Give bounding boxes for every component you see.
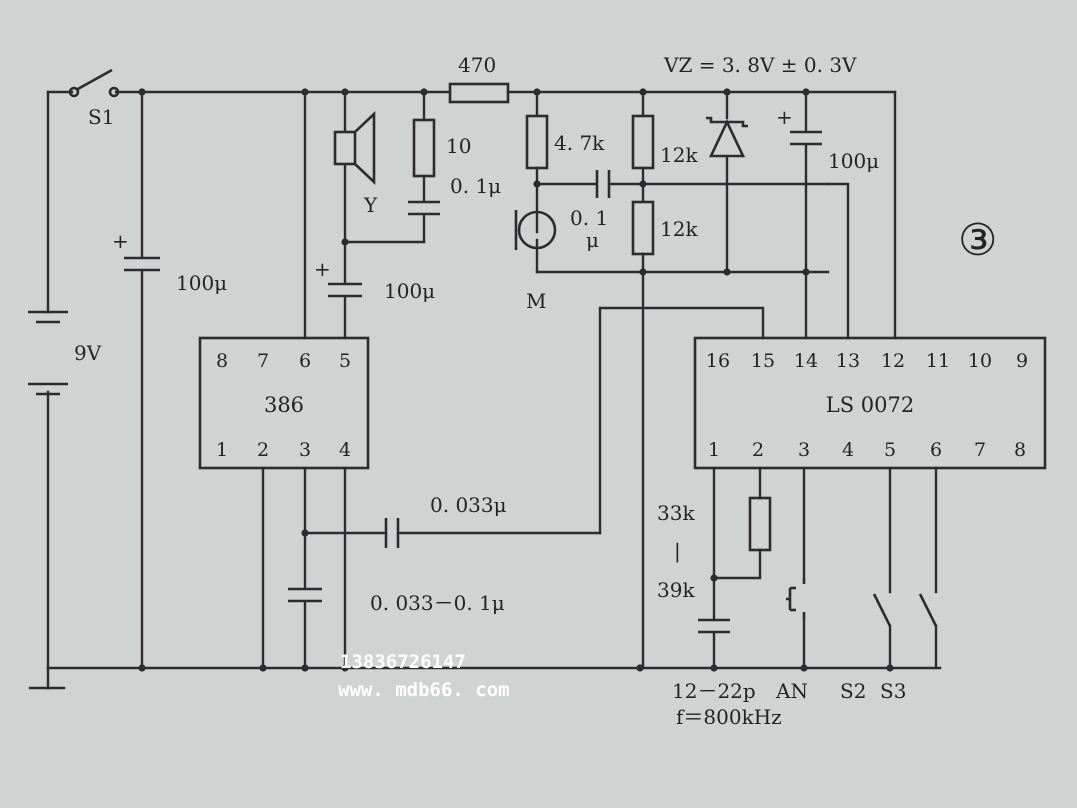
pushbutton-an — [786, 578, 806, 620]
ls0072-pin-3: 3 — [798, 439, 810, 461]
watermark-site: www. mdb66. com — [338, 679, 510, 701]
ls0072-pin-1: 1 — [708, 439, 720, 461]
svg-text:+: + — [314, 257, 331, 281]
switch-s1 — [68, 68, 120, 98]
ic386-pin-8: 8 — [216, 350, 228, 372]
ls0072-pin-11: 11 — [926, 350, 950, 372]
ic386-pin-6: 6 — [299, 350, 311, 372]
label-freq: f＝800kHz — [676, 705, 782, 729]
ls0072-pin-14: 14 — [794, 350, 818, 372]
label-r33k: 33k — [657, 501, 695, 525]
label-r12k-bottom: 12k — [660, 217, 698, 241]
label-c01u-b-bottom: μ — [586, 228, 599, 252]
ls0072-pin-5: 5 — [884, 439, 896, 461]
label-c01u-a: 0. 1μ — [450, 174, 501, 198]
ic-386: 8 7 6 5 386 1 2 3 4 — [198, 336, 370, 470]
label-vz: VZ = 3. 8V ± 0. 3V — [663, 53, 857, 77]
resistor-470 — [448, 82, 510, 104]
label-c0033u: 0. 033μ — [430, 493, 507, 517]
ic386-pin-5: 5 — [339, 350, 351, 372]
ic386-pin-2: 2 — [257, 439, 269, 461]
watermark-phone: 13836726147 — [340, 651, 466, 673]
component-labels: S1 9V 100μ Y 10 0. 1μ 470 VZ = 3. 8V ± 0… — [74, 53, 997, 729]
ls0072-pin-4: 4 — [842, 439, 854, 461]
battery-9v — [28, 310, 68, 396]
ls0072-name: LS 0072 — [826, 393, 914, 417]
resistor-12k-top — [631, 114, 655, 170]
label-s1: S1 — [88, 105, 114, 129]
label-r47k: 4. 7k — [554, 131, 605, 155]
capacitor-100u-left: + — [112, 229, 160, 272]
ic386-pin-7: 7 — [257, 350, 269, 372]
capacitor-100u-right: + — [776, 105, 822, 146]
ic386-name: 386 — [264, 393, 304, 417]
zener-diode — [706, 116, 748, 158]
label-r39k: 39k — [657, 578, 695, 602]
label-c01u-b-top: 0. 1 — [570, 206, 608, 230]
label-r10: 10 — [446, 134, 471, 158]
svg-text:+: + — [776, 105, 793, 129]
label-c12-22p: 12－22p — [672, 679, 756, 703]
capacitor-12-22p — [698, 618, 730, 634]
label-r470: 470 — [458, 53, 496, 77]
resistor-4-7k — [525, 114, 549, 170]
label-r-separator: | — [674, 539, 681, 564]
ic386-pin-4: 4 — [339, 439, 351, 461]
ls0072-pin-7: 7 — [974, 439, 986, 461]
label-battery: 9V — [74, 341, 102, 365]
label-c100u-right: 100μ — [828, 149, 879, 173]
resistor-10 — [412, 118, 436, 178]
label-an: AN — [775, 679, 808, 703]
label-speaker: Y — [363, 193, 378, 217]
ls0072-pin-15: 15 — [751, 350, 775, 372]
capacitor-0-1u-a — [408, 200, 440, 216]
svg-text:+: + — [112, 229, 129, 253]
ls0072-pin-12: 12 — [881, 350, 905, 372]
microphone-m — [514, 210, 557, 250]
ic386-pin-1: 1 — [216, 439, 228, 461]
ic-ls0072: 16 15 14 13 12 11 10 9 LS 0072 1 2 3 4 5… — [693, 336, 1047, 470]
ic386-pin-3: 3 — [299, 439, 311, 461]
label-mic: M — [526, 289, 546, 313]
junction-dots — [138, 88, 894, 672]
ls0072-pin-16: 16 — [706, 350, 730, 372]
capacitor-100u-mid: + — [314, 257, 362, 298]
ls0072-pin-6: 6 — [930, 439, 942, 461]
label-s2: S2 — [840, 679, 866, 703]
capacitor-0-033u — [384, 518, 400, 548]
speaker-y — [333, 110, 376, 186]
label-r12k-top: 12k — [660, 143, 698, 167]
switch-s2 — [872, 593, 892, 627]
resistor-12k-bottom — [631, 200, 655, 256]
ls0072-pin-13: 13 — [836, 350, 860, 372]
label-s3: S3 — [880, 679, 906, 703]
resistor-33k-39k — [748, 496, 772, 552]
watermark: 13836726147 www. mdb66. com — [338, 651, 510, 701]
ls0072-pin-2: 2 — [752, 439, 764, 461]
switch-s3 — [918, 593, 938, 627]
label-c100u-mid: 100μ — [384, 279, 435, 303]
label-cap-100u-left: 100μ — [176, 271, 227, 295]
label-c0033-01u: 0. 033－0. 1μ — [370, 591, 505, 615]
ls0072-pin-9: 9 — [1016, 350, 1028, 372]
capacitor-0-1u-b — [595, 170, 611, 198]
capacitor-0-033-0-1u — [288, 587, 322, 603]
figure-number: ③ — [958, 215, 997, 266]
ls0072-pin-8: 8 — [1014, 439, 1026, 461]
ls0072-pin-10: 10 — [968, 350, 992, 372]
